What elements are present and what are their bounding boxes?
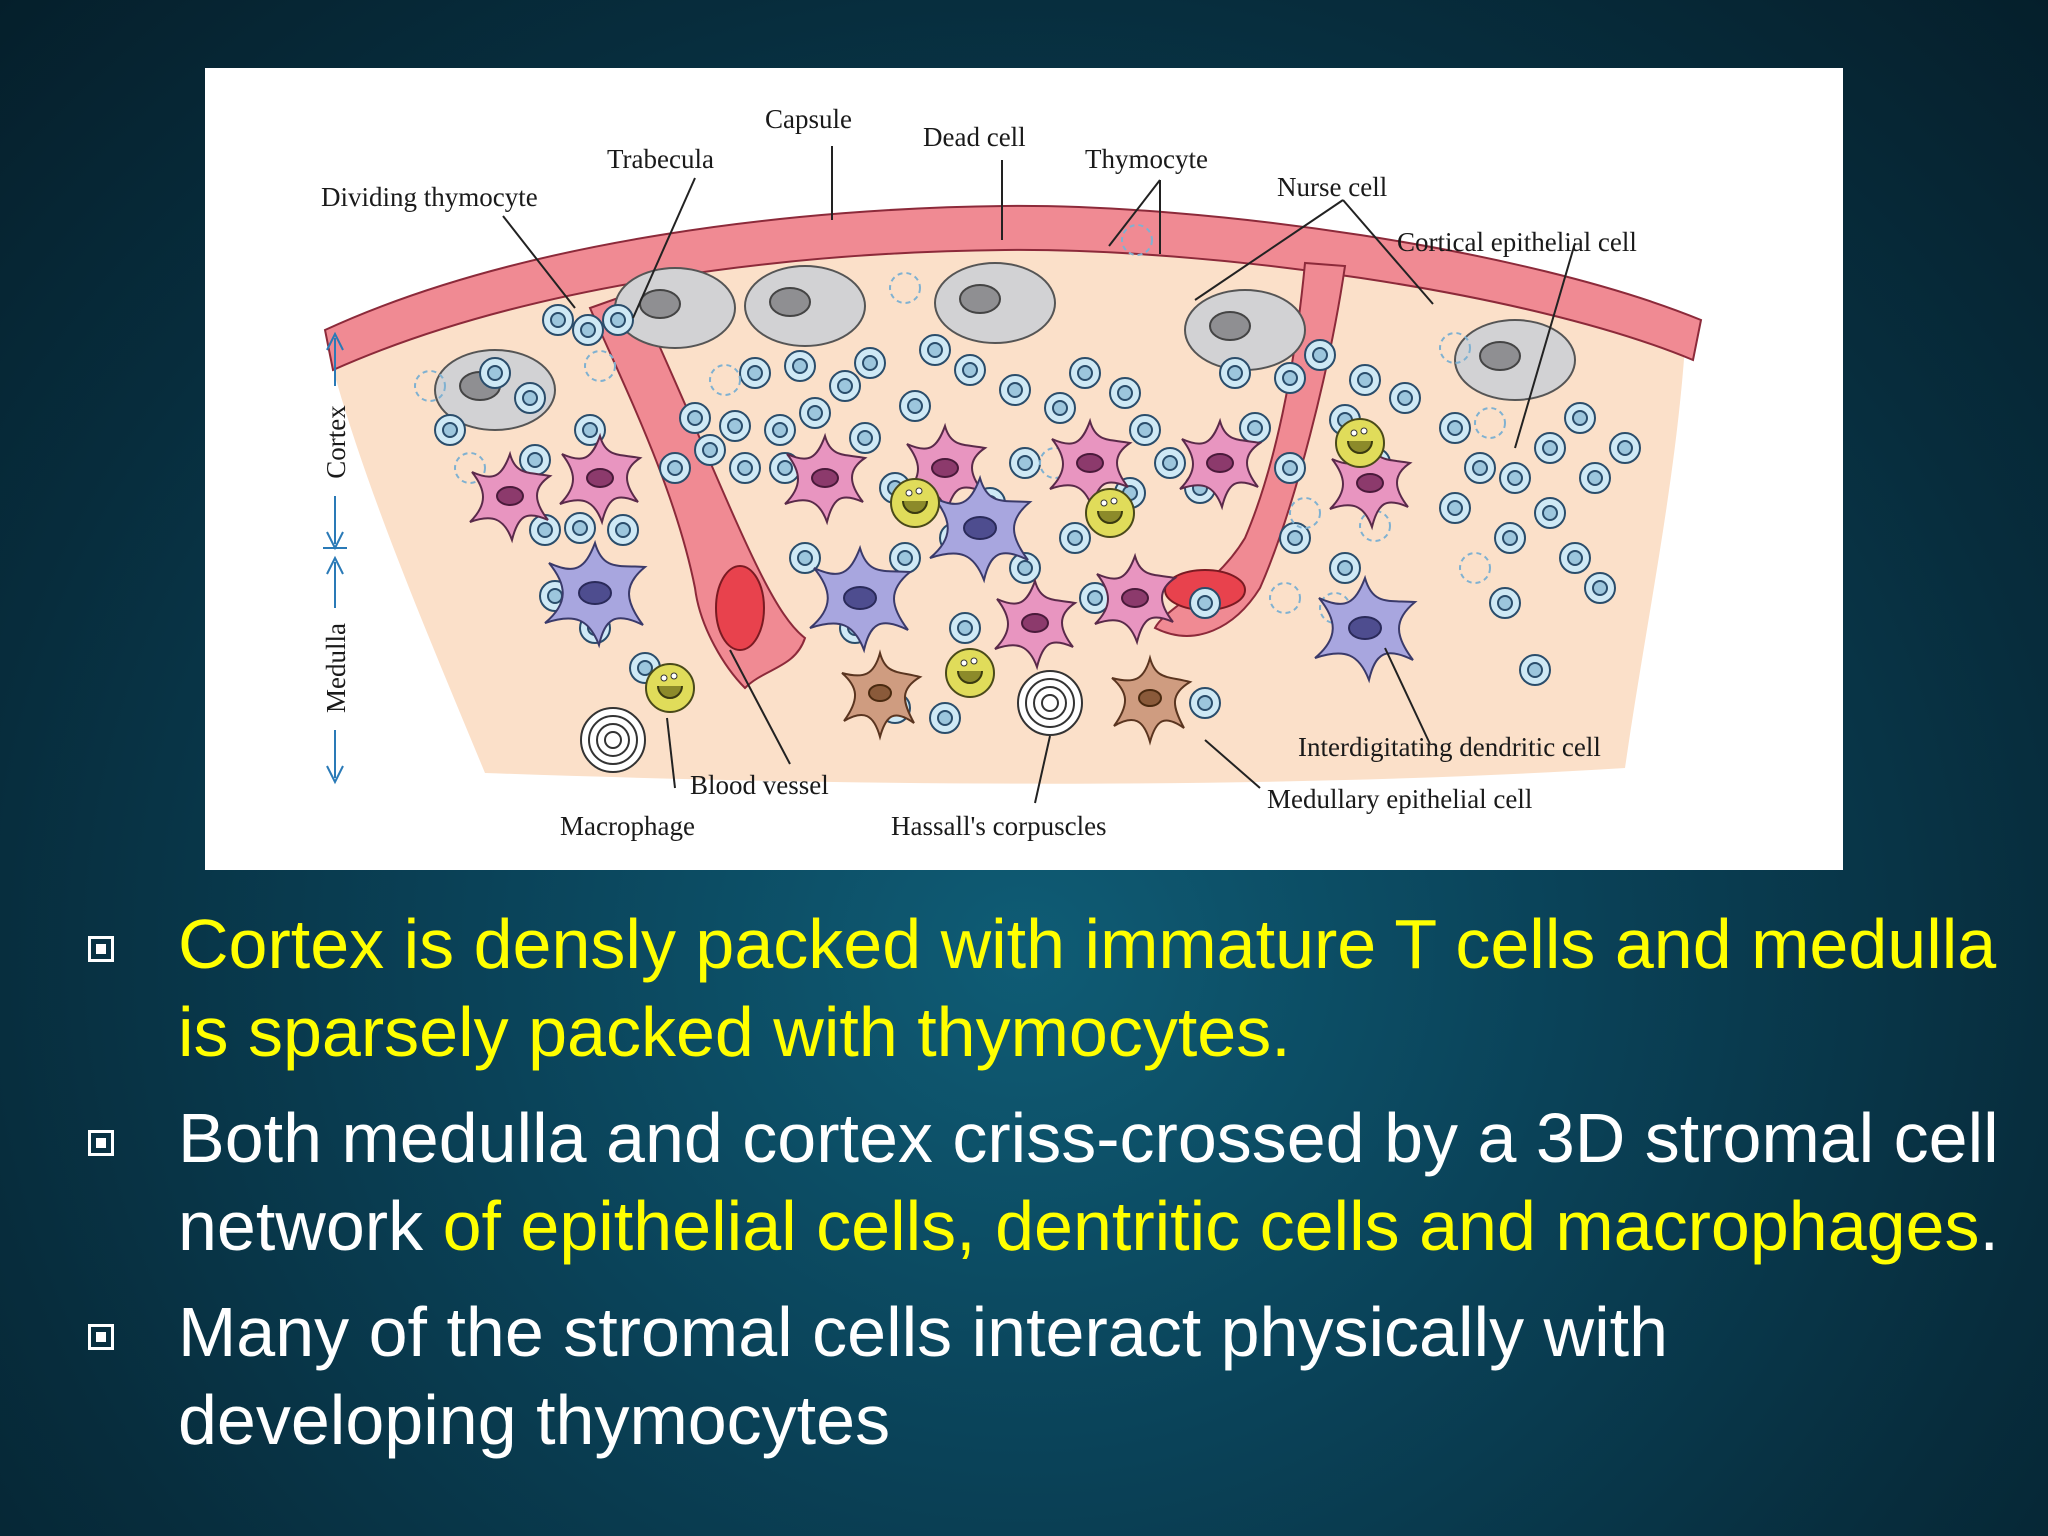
bullet-item: Cortex is densly packed with immature T … [86, 900, 2026, 1076]
label-medullary-epithelial-cell: Medullary epithelial cell [1267, 784, 1532, 814]
bullet-list: Cortex is densly packed with immature T … [86, 900, 2026, 1482]
label-trabecula: Trabecula [607, 144, 714, 174]
label-blood-vessel: Blood vessel [690, 770, 829, 800]
bullet-item: Both medulla and cortex criss-crossed by… [86, 1094, 2026, 1270]
bullet-item: Many of the stromal cells interact physi… [86, 1288, 2026, 1464]
label-hassalls-corpuscles: Hassall's corpuscles [891, 811, 1107, 841]
label-thymocyte: Thymocyte [1085, 144, 1208, 174]
square-bullet-icon [88, 1324, 114, 1350]
region-axis: Cortex Medulla [321, 331, 351, 785]
bullet-text-highlight: Cortex is densly packed with immature T … [178, 905, 1997, 1071]
trabecula-right [1153, 261, 1347, 637]
medulla-label: Medulla [321, 623, 351, 713]
bullet-text-highlight: of epithelial cells, dentritic cells and… [442, 1187, 1980, 1265]
blood-vessel [715, 565, 765, 651]
label-nurse-cell: Nurse cell [1277, 172, 1387, 202]
bullet-text: Many of the stromal cells interact physi… [178, 1293, 1668, 1459]
label-dividing-thymocyte: Dividing thymocyte [321, 182, 538, 212]
thymus-illustration: Cortex Medulla Capsule Dead cell Trabecu… [321, 104, 1703, 841]
cortex-label: Cortex [321, 405, 351, 479]
label-interdigitating-dendritic-cell: Interdigitating dendritic cell [1298, 732, 1601, 762]
label-capsule: Capsule [765, 104, 852, 134]
label-macrophage: Macrophage [560, 811, 695, 841]
label-dead-cell: Dead cell [923, 122, 1026, 152]
label-cortical-epithelial-cell: Cortical epithelial cell [1397, 227, 1637, 257]
capsule [323, 204, 1703, 372]
bullet-text-period: . [1979, 1187, 1999, 1265]
bullet-text: Both medulla and cortex criss-crossed by… [178, 1099, 1999, 1265]
label-leaders [502, 146, 1576, 804]
thymus-diagram: Cortex Medulla Capsule Dead cell Trabecu… [205, 68, 1843, 870]
square-bullet-icon [88, 936, 114, 962]
square-bullet-icon [88, 1130, 114, 1156]
